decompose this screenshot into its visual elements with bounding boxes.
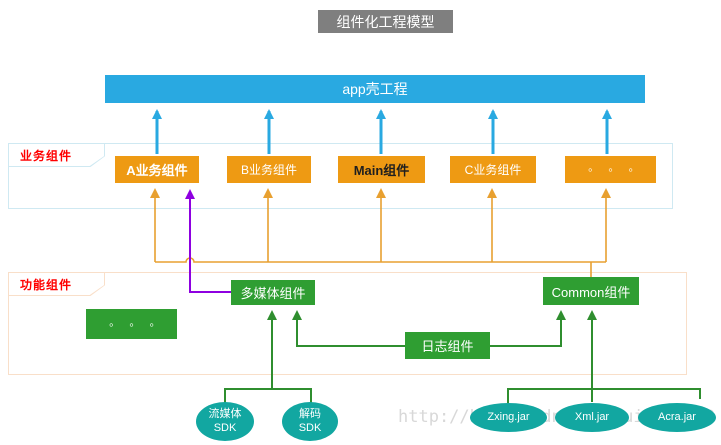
component-c-box: C业务组件 — [450, 156, 536, 183]
component-ellipsis-box: ◦ ◦ ◦ — [565, 156, 656, 183]
streaming-sdk-line1: 流媒体 — [208, 407, 242, 420]
log-component-box: 日志组件 — [405, 332, 490, 359]
xml-jar-oval: Xml.jar — [555, 403, 629, 432]
business-section-tab: 业务组件 — [8, 143, 105, 167]
acra-jar-oval: Acra.jar — [638, 403, 716, 432]
function-section-label: 功能组件 — [20, 278, 73, 292]
component-a-box: A业务组件 — [115, 156, 199, 183]
purple-dependency-line — [185, 189, 231, 293]
decode-sdk-line1: 解码 — [299, 407, 321, 420]
multimedia-component-box: 多媒体组件 — [231, 280, 315, 305]
streaming-sdk-line2: SDK — [213, 421, 237, 434]
green-dependency-lines — [224, 310, 701, 403]
common-component-box: Common组件 — [543, 277, 639, 305]
zxing-jar-oval: Zxing.jar — [470, 403, 547, 432]
function-ellipsis-box: ◦ ◦ ◦ — [86, 309, 177, 339]
decode-sdk-oval: 解码 SDK — [282, 402, 338, 441]
streaming-sdk-oval: 流媒体 SDK — [196, 402, 254, 441]
component-main-box: Main组件 — [338, 156, 425, 183]
component-b-box: B业务组件 — [227, 156, 311, 183]
business-section-label: 业务组件 — [20, 149, 73, 163]
blue-dependency-arrows — [152, 109, 612, 154]
orange-dependency-lines — [150, 188, 611, 278]
decode-sdk-line2: SDK — [298, 421, 322, 434]
diagram-title: 组件化工程模型 — [318, 10, 453, 33]
function-section-tab: 功能组件 — [8, 272, 105, 296]
function-section: 功能组件 — [8, 272, 687, 375]
app-shell-bar: app壳工程 — [105, 75, 645, 103]
business-section: 业务组件 — [8, 143, 673, 209]
